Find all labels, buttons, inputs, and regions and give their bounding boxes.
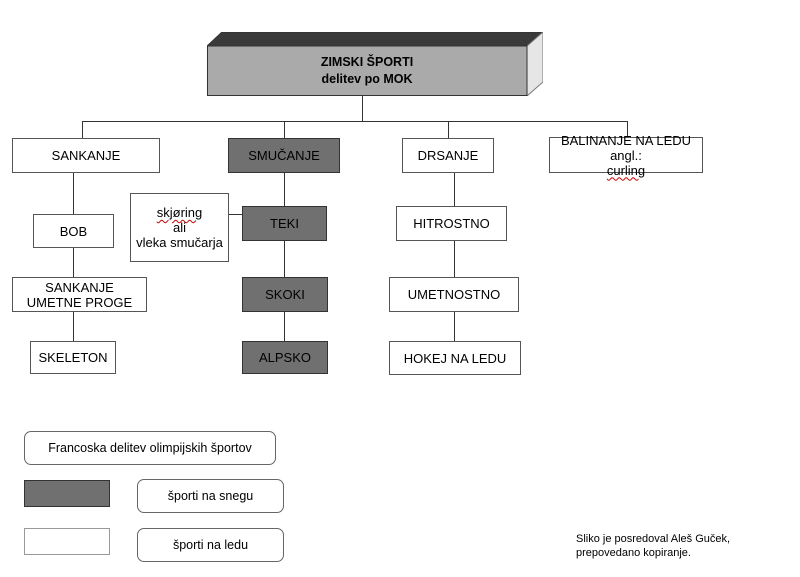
- category-balinanje: BALINANJE NA LEDU angl.: curling: [549, 133, 703, 178]
- legend-label-snow: športi na snegu: [137, 479, 284, 513]
- item-bob: BOB: [33, 214, 114, 248]
- category-drsanje: DRSANJE: [402, 138, 494, 173]
- item-skeleton: SKELETON: [30, 341, 116, 374]
- credit-line-2: prepovedano kopiranje.: [576, 547, 691, 559]
- item-teki: TEKI: [242, 206, 327, 241]
- title-box-top-face: [207, 32, 543, 47]
- category-sankanje: SANKANJE: [12, 138, 160, 173]
- connector-smucanje-vertical: [284, 173, 285, 341]
- item-hitrostno: HITROSTNO: [396, 206, 507, 241]
- item-alpsko: ALPSKO: [242, 341, 328, 374]
- category-smucanje: SMUČANJE: [228, 138, 340, 173]
- diagram-title: ZIMSKI ŠPORTI delitev po MOK: [207, 46, 527, 96]
- title-line-1: ZIMSKI ŠPORTI: [320, 55, 414, 69]
- curling-prefix: angl.:: [610, 147, 642, 163]
- legend-swatch-snow: [24, 480, 110, 507]
- item-sankanje-umetne-proge: SANKANJE UMETNE PROGE: [12, 277, 147, 312]
- connector-drsanje-vertical: [454, 173, 455, 341]
- legend-label-ice: športi na ledu: [137, 528, 284, 562]
- connector-drop-balinanje: [627, 121, 628, 137]
- item-umetnostno: UMETNOSTNO: [389, 277, 519, 312]
- connector-drop-sankanje: [82, 121, 83, 138]
- legend-french-division: Francoska delitev olimpijskih športov: [24, 431, 276, 465]
- connector-drop-drsanje: [448, 121, 449, 138]
- credit-line-1: Sliko je posredoval Aleš Guček,: [576, 533, 731, 545]
- credit-note: Sliko je posredoval Aleš Guček, prepoved…: [576, 532, 730, 560]
- note-skjoring: skjøring ali vleka smučarja: [130, 193, 229, 262]
- title-3d-box: [207, 32, 543, 96]
- connector-drop-smucanje: [284, 121, 285, 138]
- legend-swatch-ice: [24, 528, 110, 555]
- connector-horizontal-bus: [82, 121, 628, 122]
- title-line-2: delitev po MOK: [321, 72, 413, 86]
- item-hokej-na-ledu: HOKEJ NA LEDU: [389, 341, 521, 375]
- connector-skjoring-link: [229, 214, 242, 215]
- title-box-front-face: [207, 45, 528, 96]
- curling-word: curling: [606, 162, 646, 178]
- item-skoki: SKOKI: [242, 277, 328, 312]
- connector-sankanje-vertical: [73, 173, 74, 341]
- connector-title-down: [362, 96, 363, 122]
